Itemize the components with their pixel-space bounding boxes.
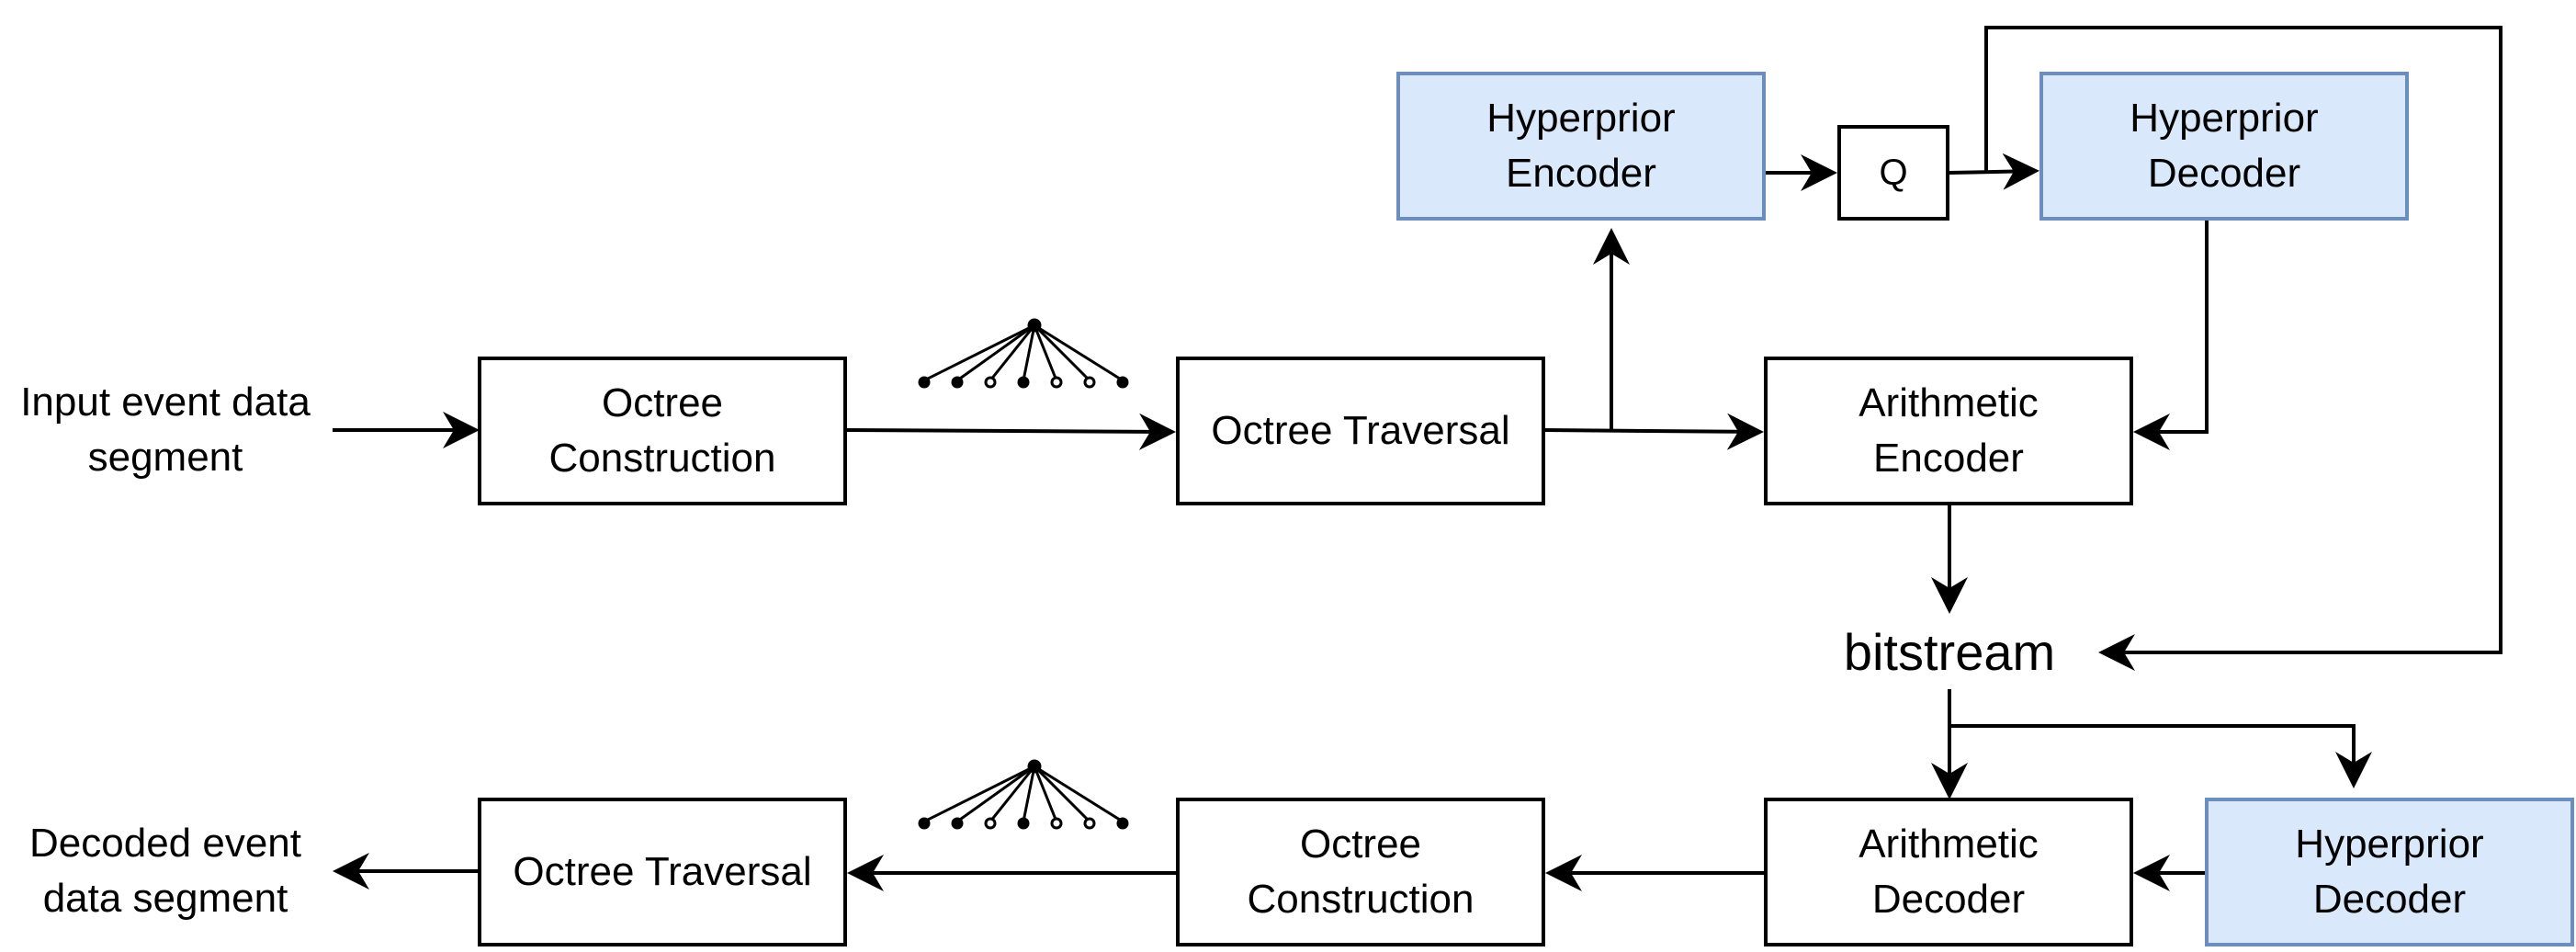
octree-traversal-box: Octree Traversal — [478, 798, 847, 946]
input-label: Input event data segment — [20, 380, 311, 480]
bitstream-label: bitstream — [1843, 623, 2056, 681]
hyperprior-encoder-box: Hyperprior Encoder — [1396, 72, 1766, 221]
octree-traversal-box: Octree Traversal — [1176, 357, 1545, 505]
decoded-label: Decoded event data segment — [29, 821, 301, 921]
octree-icon — [918, 759, 1129, 830]
arrow-q-to-hyperprior-decoder — [1949, 153, 2039, 190]
hyperprior-decoder-box: Hyperprior Decoder — [2205, 798, 2574, 946]
hyperprior-decoder-box: Hyperprior Decoder — [2039, 72, 2409, 221]
octree-construction-box: Octree Construction — [1176, 798, 1545, 946]
arrow-hyperprior-decoder-to-arithmetic-encoder — [2133, 221, 2209, 450]
arrow-bitstream-to-hyperprior-decoder — [1949, 724, 2372, 788]
arrow-traversal-to-arithmetic-encoder — [1544, 413, 1764, 450]
arrow-octree-construction-to-traversal — [846, 413, 1176, 450]
quantizer-box: Q — [1837, 125, 1949, 221]
octree-construction-box: Octree Construction — [478, 357, 847, 505]
arrow-q-to-bitstream — [1984, 26, 2503, 671]
arithmetic-encoder-box: Arithmetic Encoder — [1764, 357, 2133, 505]
octree-icon — [918, 318, 1129, 389]
arithmetic-decoder-box: Arithmetic Decoder — [1764, 798, 2133, 946]
